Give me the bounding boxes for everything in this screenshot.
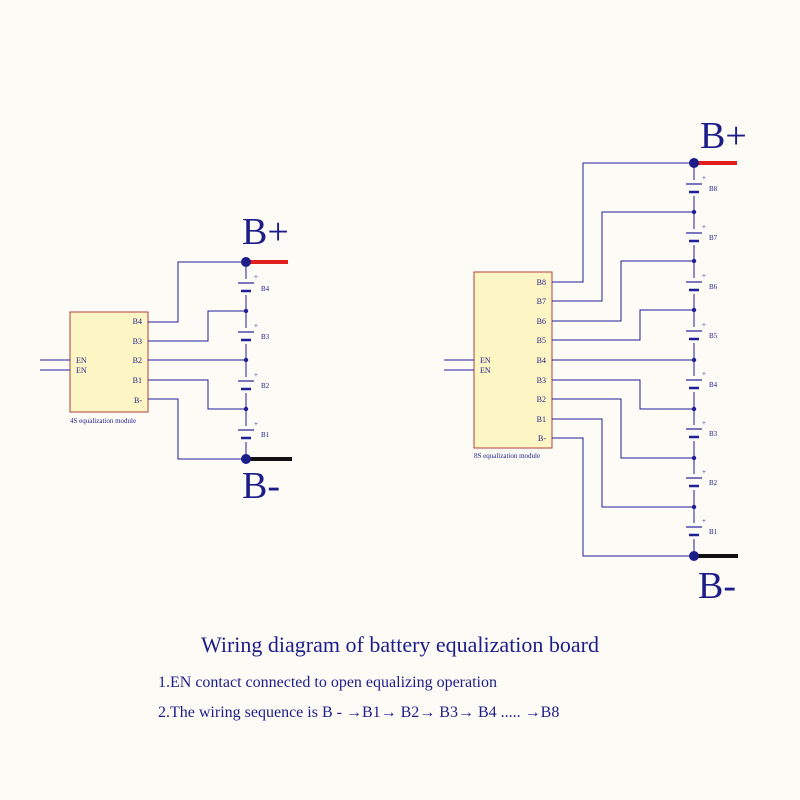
module-4s-box	[69, 311, 149, 413]
pin-label-8s-b1: B1	[537, 415, 546, 424]
plus-sign: +	[702, 321, 706, 329]
negative-terminal-8s	[689, 551, 699, 561]
cell-label-8s-b6: B6	[709, 283, 718, 291]
plus-sign: +	[254, 322, 258, 330]
plus-sign: +	[702, 272, 706, 280]
plus-sign: +	[702, 419, 706, 427]
battery-cell-8s-b6: + B6	[686, 272, 718, 292]
positive-terminal-8s	[689, 158, 699, 168]
wire-4s-b4	[148, 261, 246, 323]
pin-label-4s-b3: B3	[133, 337, 142, 346]
pin-label-4s-bminus: B-	[134, 396, 142, 405]
pin-label-4s-b1: B1	[133, 376, 142, 385]
bplus-label-8s: B+	[700, 115, 747, 157]
plus-sign: +	[702, 174, 706, 182]
cell-label-8s-b1: B1	[709, 528, 718, 536]
wire-4s-b3	[148, 310, 246, 342]
cell-label-8s-b4: B4	[709, 381, 718, 389]
pin-label-8s-b8: B8	[537, 278, 546, 287]
diagram-8s: 8S equalization module EN EN B8 B7 B6 B5…	[444, 115, 747, 607]
en-label-4s-2: EN	[76, 366, 87, 375]
pin-label-4s-b4: B4	[133, 317, 142, 326]
plus-sign: +	[254, 420, 258, 428]
wire-8s-b7	[552, 211, 694, 302]
wire-8s-bminus	[552, 437, 694, 557]
module-8s-box	[473, 271, 553, 449]
plus-sign: +	[702, 517, 706, 525]
diagram-title: Wiring diagram of battery equalization b…	[200, 632, 600, 657]
pin-label-8s-bminus: B-	[538, 434, 546, 443]
en-label-8s-2: EN	[480, 366, 491, 375]
diagram-4s: 4S equalization module EN EN B4 B3 B2 B1…	[40, 211, 292, 507]
battery-cell-4s-b3: + B3	[238, 322, 270, 342]
wire-8s-b1	[552, 418, 694, 508]
wire-8s-b2	[552, 398, 694, 459]
plus-sign: +	[702, 370, 706, 378]
plus-sign: +	[254, 371, 258, 379]
cell-label-4s-b4: B4	[261, 285, 270, 293]
pin-label-8s-b7: B7	[537, 297, 546, 306]
pin-label-8s-b3: B3	[537, 376, 546, 385]
pin-label-8s-b4: B4	[537, 356, 546, 365]
note-wiring-sequence: 2.The wiring sequence is B - →B1→ B2→ B3…	[158, 704, 560, 721]
note-en-contact: 1.EN contact connected to open equalizin…	[158, 674, 497, 691]
cell-label-8s-b3: B3	[709, 430, 718, 438]
battery-cell-8s-b3: + B3	[686, 419, 718, 439]
wire-8s-b3	[552, 379, 694, 410]
cell-label-8s-b5: B5	[709, 332, 718, 340]
wire-8s-b6	[552, 260, 694, 322]
battery-cell-8s-b5: + B5	[686, 321, 718, 341]
cell-label-8s-b7: B7	[709, 234, 718, 242]
bplus-label-4s: B+	[242, 211, 289, 253]
negative-terminal-4s	[241, 454, 251, 464]
battery-cell-8s-b1: + B1	[686, 517, 718, 537]
wire-4s-bminus	[148, 398, 246, 460]
wire-8s-b8	[552, 162, 694, 283]
plus-sign: +	[702, 223, 706, 231]
en-label-8s-1: EN	[480, 356, 491, 365]
bminus-label-4s: B-	[242, 465, 280, 507]
pin-label-4s-b2: B2	[133, 356, 142, 365]
battery-cell-4s-b2: + B2	[238, 371, 270, 391]
module-4s-label: 4S equalization module	[70, 417, 136, 425]
wire-4s-b1	[148, 379, 246, 410]
en-label-4s-1: EN	[76, 356, 87, 365]
pin-label-8s-b6: B6	[537, 317, 546, 326]
wire-8s-b5	[552, 309, 694, 341]
bminus-label-8s: B-	[698, 565, 736, 607]
battery-cell-8s-b4: + B4	[686, 370, 718, 390]
pin-label-8s-b2: B2	[537, 395, 546, 404]
cell-label-4s-b2: B2	[261, 382, 270, 390]
junctions-8s	[691, 209, 697, 510]
battery-cell-8s-b2: + B2	[686, 468, 718, 488]
battery-cell-4s-b1: + B1	[238, 420, 270, 440]
cell-label-4s-b1: B1	[261, 431, 270, 439]
pin-label-8s-b5: B5	[537, 336, 546, 345]
positive-terminal-4s	[241, 257, 251, 267]
cell-label-4s-b3: B3	[261, 333, 270, 341]
battery-cell-4s-b4: + B4	[238, 273, 270, 293]
module-8s-label: 8S equalization module	[474, 452, 540, 460]
junctions-4s	[243, 308, 249, 412]
plus-sign: +	[254, 273, 258, 281]
cell-label-8s-b2: B2	[709, 479, 718, 487]
cell-label-8s-b8: B8	[709, 185, 718, 193]
battery-cell-8s-b7: + B7	[686, 223, 718, 243]
battery-cell-8s-b8: + B8	[686, 174, 718, 194]
plus-sign: +	[702, 468, 706, 476]
